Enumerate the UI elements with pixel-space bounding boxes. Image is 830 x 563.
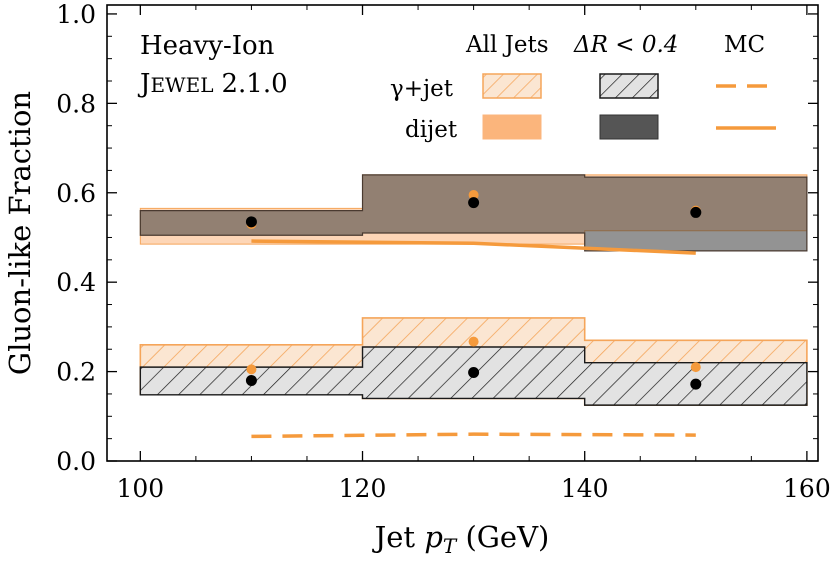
jewel-version: 2.1.0 [221,69,287,99]
legend-row-gamma-jet: γ+jet [390,76,454,102]
x-axis-title-unit: (GeV) [456,520,549,554]
mc-line-dijet [251,239,696,255]
legend: All Jets ΔR < 0.4 MC γ+jet dijet [390,32,776,143]
legend-header-delta-r: ΔR < 0.4 [573,32,678,58]
jewel-smallcaps: EWEL [150,73,213,97]
x-tick-label: 140 [561,474,609,503]
legend-swatch-gammajet-dr [599,73,659,99]
legend-row-dijet: dijet [405,117,458,143]
y-tick-label: 0.2 [56,358,96,387]
mc-curves [251,239,696,439]
point-gammajet-all-jets [246,364,257,375]
legend-header-all-jets: All Jets [465,32,549,58]
tick-labels: 100 120 140 160 0.0 0.2 0.4 0.6 0.8 1.0 [56,0,830,503]
jewel-initial: J [137,69,150,99]
x-tick-label: 120 [339,474,387,503]
point-gammajet-delta-r [690,378,702,390]
x-tick-label: 160 [783,474,830,503]
y-tick-label: 0.4 [56,268,96,297]
y-tick-label: 0.0 [56,447,96,476]
x-tick-label: 100 [116,474,164,503]
point-gammajet-all-jets [468,336,479,347]
legend-swatch-gammajet-all [482,73,542,99]
annotation-jewel: JEWEL 2.1.0 [137,69,288,99]
data-points [245,190,702,390]
legend-header-mc: MC [724,32,765,58]
point-dijet-delta-r [690,206,702,218]
plot-frame [106,4,819,462]
x-axis-title: Jet pT (GeV) [372,520,550,558]
annotation-heavy-ion: Heavy-Ion [140,31,275,61]
x-axis-title-var: p [424,520,443,554]
mc-line-gammajet [251,432,696,439]
y-tick-label: 0.8 [56,89,96,118]
point-dijet-delta-r [468,197,480,209]
band-dijet-delta-r [139,174,808,252]
point-gammajet-delta-r [468,366,480,378]
legend-swatch-dijet-all [482,114,542,140]
point-dijet-delta-r [245,216,257,228]
point-gammajet-all-jets [690,362,701,373]
y-tick-label: 1.0 [56,0,96,29]
x-axis-title-sub: T [443,534,458,558]
point-dijet-all-jets [468,190,479,200]
legend-swatch-dijet-dr [599,114,659,140]
y-tick-label: 0.6 [56,179,96,208]
y-axis-title: Gluon-like Fraction [3,91,37,375]
axis-ticks [107,5,818,462]
x-axis-title-main: Jet [372,520,425,554]
point-gammajet-delta-r [245,375,257,387]
